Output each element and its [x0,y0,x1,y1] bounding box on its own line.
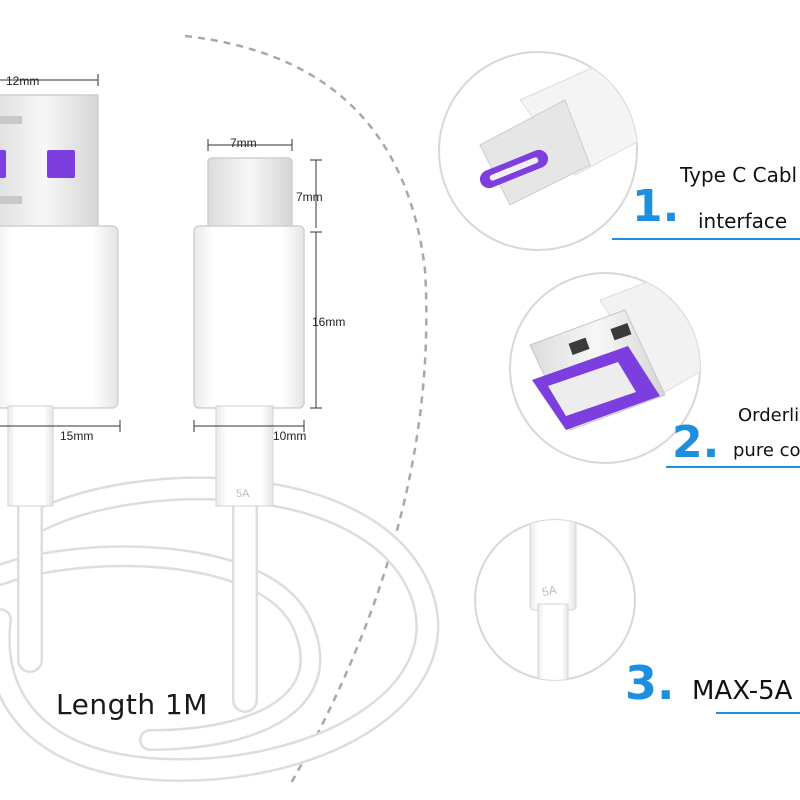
typec-body-length-label: 16mm [312,315,346,329]
typec-plug-width-label: 7mm [230,136,257,150]
feature-1-line-1: Type C Cabl [680,163,798,187]
feature-2-line-2: pure co [733,440,800,461]
typec-body-width-label: 10mm [273,429,307,443]
feature-circle-cable [474,519,636,681]
usb-body-width-label: 15mm [60,429,94,443]
length-label: Length 1M [56,688,208,721]
feature-circle-typec [438,51,638,251]
feature-2-line-1: Orderli [738,405,800,426]
cable-5a-marking: 5A [236,488,250,500]
type-c-connector [193,157,305,507]
feature-3-underline [716,712,800,714]
usb-plug-width-label: 12mm [6,74,40,88]
feature-3-line-1: MAX-5A [692,676,793,706]
feature-2-underline [666,466,800,468]
feature-number-2: 2. [672,417,720,468]
cable-5a-closeup-marking: 5A [540,582,558,600]
dashed-divider-arc [184,34,428,786]
feature-number-1: 1. [632,181,680,232]
feature-1-line-2: interface [698,209,788,233]
usb-a-connector [0,94,119,507]
coiled-cable [0,476,440,783]
feature-number-3: 3. [625,656,675,710]
feature-1-underline [612,238,800,240]
typec-plug-length-label: 7mm [296,190,323,204]
dimension-lines [0,74,322,432]
